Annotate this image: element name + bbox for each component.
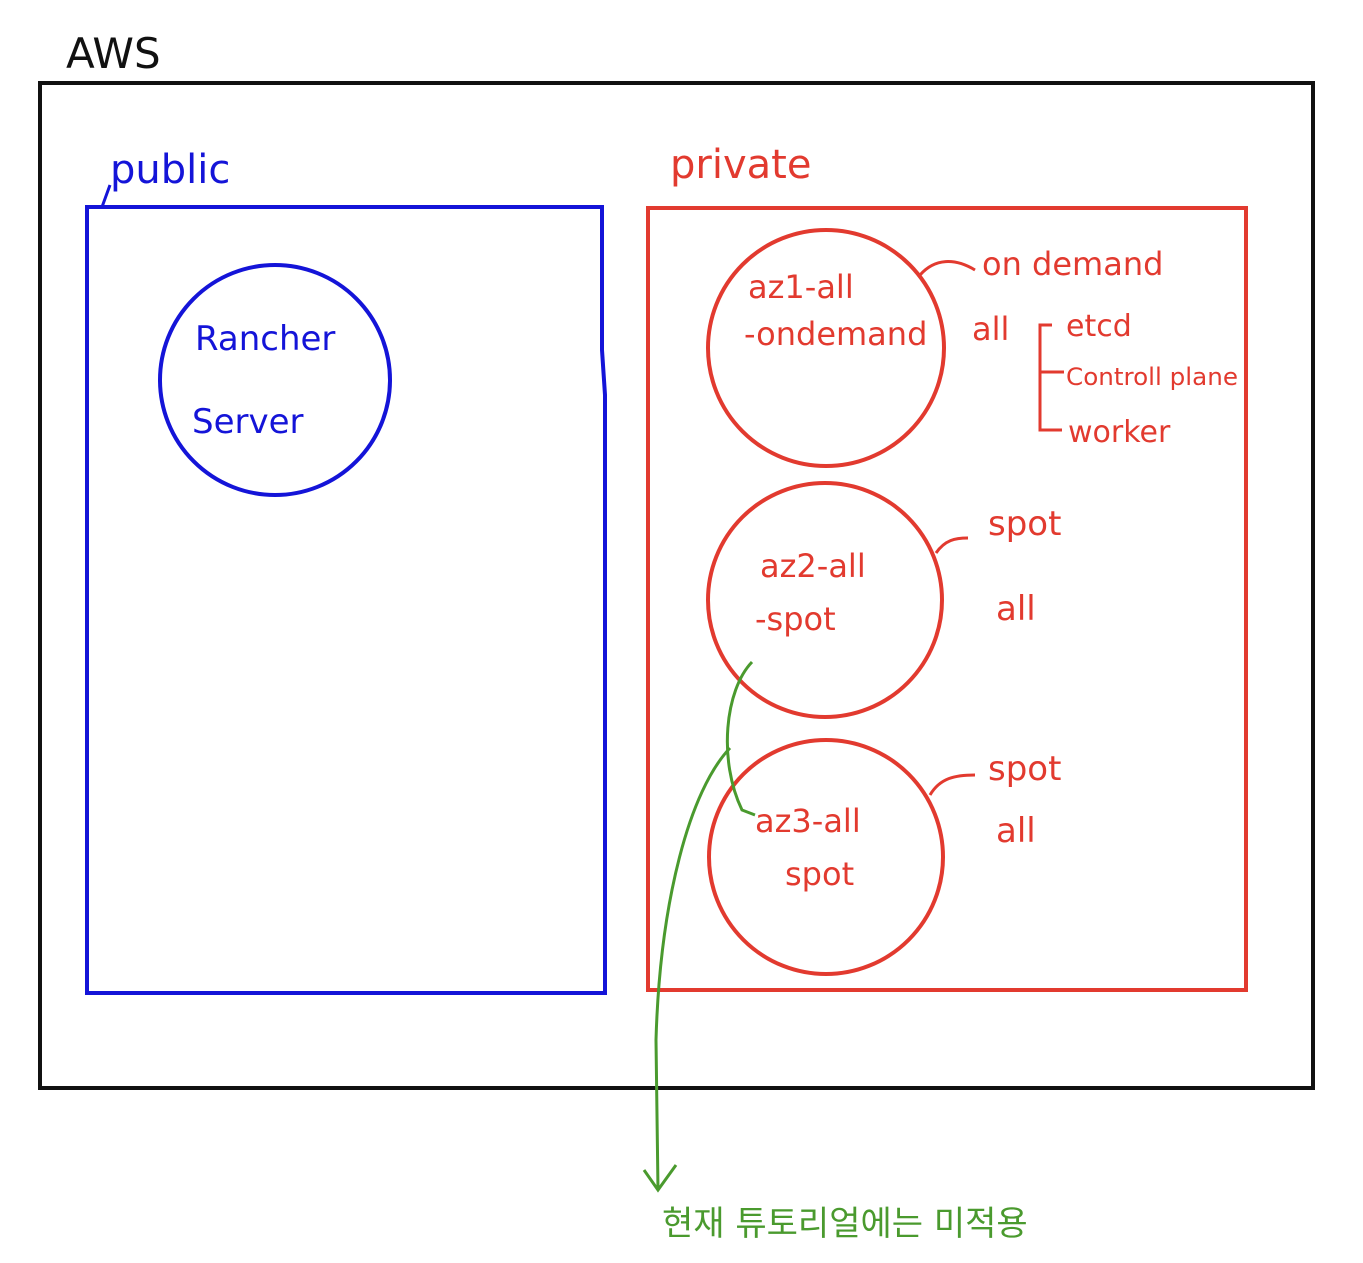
az2-role: all — [996, 589, 1036, 629]
note-arrow — [654, 746, 732, 1191]
private-label: private — [670, 142, 811, 188]
note-text: 현재 튜토리얼에는 미적용 — [662, 1204, 1028, 1244]
az2-type: spot — [988, 504, 1061, 544]
az3-role: all — [996, 811, 1036, 851]
public-subnet-box — [85, 205, 607, 995]
az3-name-1: az3-all — [755, 802, 861, 840]
az3-annotation-connector — [928, 773, 976, 796]
rancher-server-node — [158, 263, 392, 497]
note-arrowhead — [642, 1164, 678, 1193]
az1-component-worker: worker — [1068, 415, 1171, 450]
az1-node — [706, 228, 946, 468]
rancher-server-label-1: Rancher — [195, 319, 335, 359]
public-label: public — [110, 147, 230, 193]
note-bracket — [725, 660, 756, 817]
aws-boundary — [38, 81, 1315, 1090]
az1-role: all — [972, 310, 1009, 348]
aws-title: AWS — [66, 29, 161, 78]
az3-type: spot — [988, 749, 1061, 789]
rancher-server-label-2: Server — [192, 402, 304, 442]
az2-name-1: az2-all — [760, 547, 866, 585]
az1-components-bracket — [1038, 323, 1064, 432]
public-label-connector — [100, 184, 112, 208]
az1-annotation-connector — [918, 260, 976, 277]
az2-annotation-connector — [934, 536, 969, 554]
az2-name-2: -spot — [755, 600, 836, 638]
az2-node — [706, 481, 944, 719]
az1-component-controlplane: Controll plane — [1066, 363, 1238, 391]
private-subnet-box — [646, 206, 1248, 992]
az1-name-1: az1-all — [748, 268, 854, 306]
az1-type: on demand — [982, 245, 1163, 283]
az1-component-etcd: etcd — [1066, 309, 1132, 344]
az3-name-2: spot — [785, 855, 854, 893]
az3-node — [707, 738, 945, 976]
az1-name-2: -ondemand — [744, 315, 927, 353]
